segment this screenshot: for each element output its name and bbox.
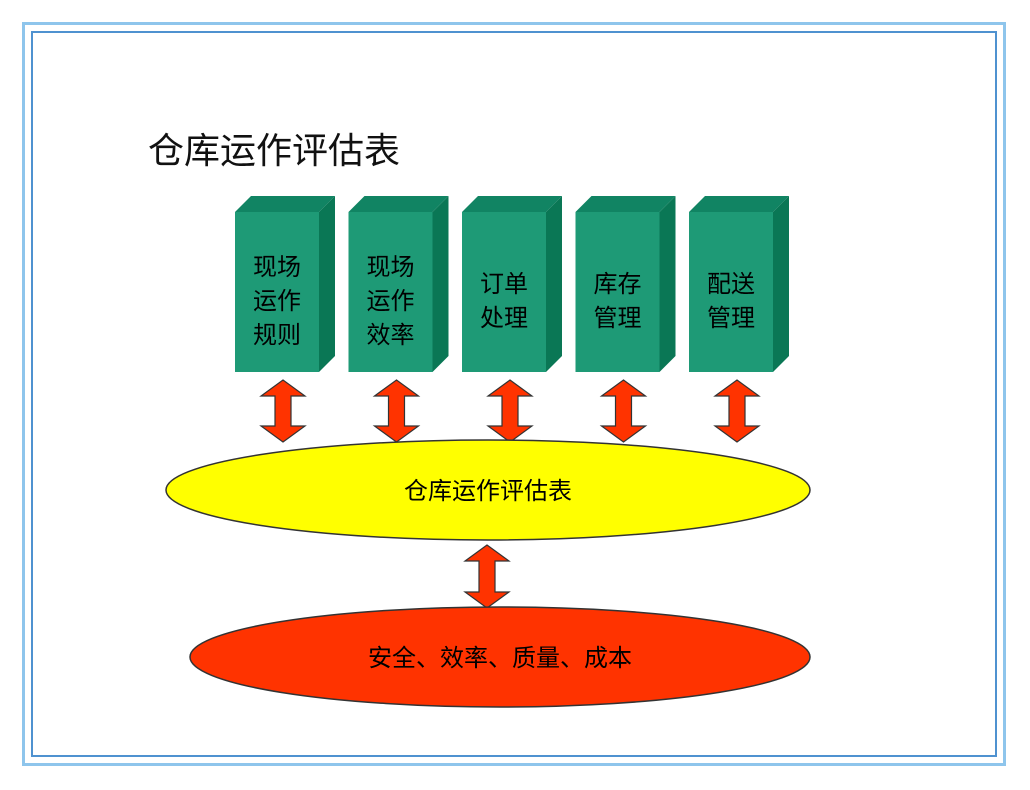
module-box-label: 配送 xyxy=(707,270,755,298)
double-arrow-icon xyxy=(599,379,648,443)
module-box-label: 处理 xyxy=(480,304,528,332)
module-box-side xyxy=(546,196,562,372)
module-box-top xyxy=(348,196,449,212)
module-box-label: 订单 xyxy=(480,270,528,298)
slide-frame-outer xyxy=(22,22,1006,766)
module-box-label: 库存 xyxy=(594,270,642,298)
double-arrow-icon xyxy=(463,544,511,609)
goal-ellipse xyxy=(189,606,811,708)
module-box-label: 管理 xyxy=(707,304,755,332)
goal-ellipse-label: 安全、效率、质量、成本 xyxy=(368,644,632,672)
module-box-front xyxy=(348,212,433,372)
module-box-side xyxy=(319,196,335,372)
double-arrow-icon xyxy=(372,379,421,443)
double-arrow-icon xyxy=(486,379,534,443)
module-box-front xyxy=(235,212,319,372)
module-box-label: 管理 xyxy=(594,304,642,332)
module-box-front xyxy=(575,212,660,372)
module-box-label: 规则 xyxy=(253,321,301,349)
page-title: 仓库运作评估表 xyxy=(148,131,401,172)
double-arrow-icon xyxy=(713,379,761,443)
module-box-side xyxy=(773,196,789,372)
module-box-front xyxy=(689,212,773,372)
module-box-label: 运作 xyxy=(253,287,301,315)
module-box-front xyxy=(462,212,546,372)
module-box-side xyxy=(432,196,449,372)
center-ellipse-label: 仓库运作评估表 xyxy=(404,477,572,505)
module-box-top xyxy=(462,196,562,212)
module-box-label: 现场 xyxy=(253,253,301,281)
module-box-side xyxy=(659,196,676,372)
module-box-label: 现场 xyxy=(367,253,415,281)
module-box-label: 运作 xyxy=(367,287,415,315)
module-box-label: 效率 xyxy=(367,321,415,349)
double-arrow-icon xyxy=(259,379,307,443)
center-ellipse xyxy=(165,439,811,541)
module-box-top xyxy=(575,196,676,212)
module-box-top xyxy=(235,196,335,212)
slide-frame-inner xyxy=(31,31,997,757)
module-box-top xyxy=(689,196,789,212)
